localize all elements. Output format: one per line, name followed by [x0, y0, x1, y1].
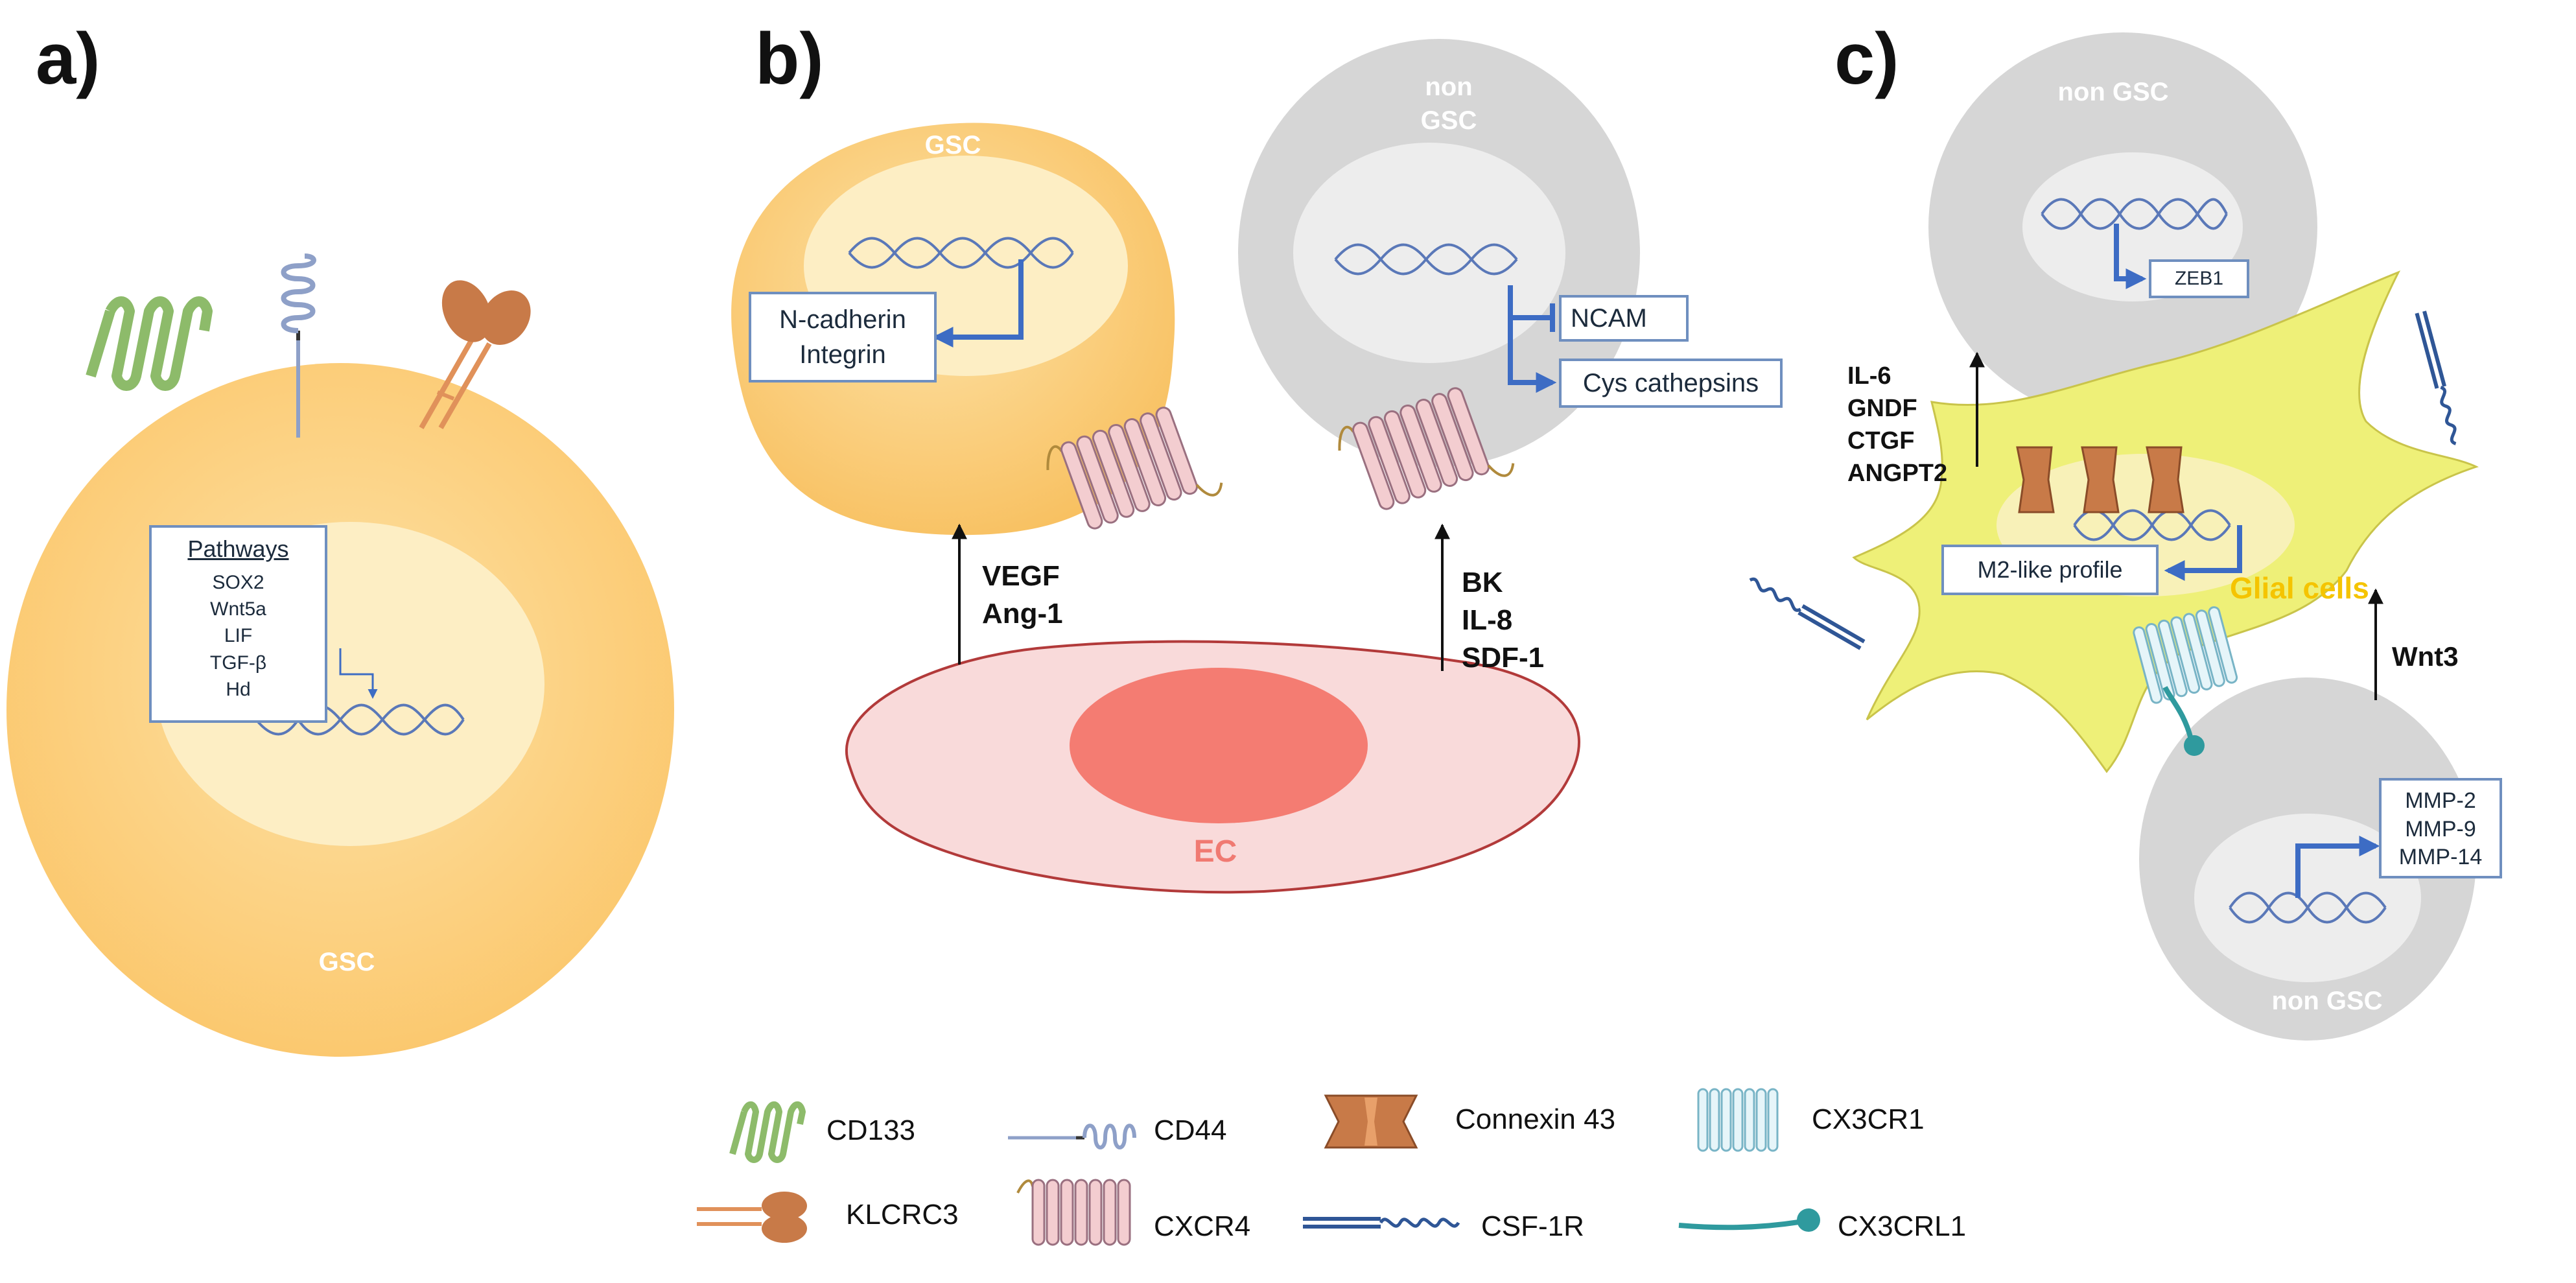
pathway-item: Hd: [226, 679, 251, 701]
panel-b-ec-label: EC: [1193, 834, 1237, 869]
zeb1-box: ZEB1: [2149, 259, 2249, 298]
pathway-item: TGF-β: [209, 652, 267, 674]
legend-label-cxcr4: CXCR4: [1154, 1210, 1251, 1242]
panel-a-label: a): [36, 18, 100, 99]
panel-b-nongsc-nucleus: [1293, 143, 1565, 363]
mmp-box: MMP-2 MMP-9 MMP-14: [2379, 778, 2502, 878]
csf1r-icon: [2415, 311, 2457, 445]
panel-b-gsc-label: GSC: [924, 131, 981, 159]
cx3cr1-icon: [1697, 1088, 1779, 1152]
m2-profile-box: M2-like profile: [1941, 545, 2159, 595]
cx3cr1-icon: [2133, 606, 2238, 704]
panel-c-bottom-cell-label: non GSC: [2271, 987, 2383, 1015]
panel-b-nongsc-label: non GSC: [1420, 73, 1477, 135]
cys-cathepsins-box: Cys cathepsins: [1559, 359, 1783, 408]
cd133-icon: [86, 296, 213, 391]
cxcr4-icon: [1046, 406, 1223, 530]
cx3crl1-icon: [2162, 686, 2205, 756]
legend-label-cx3crl1: CX3CRL1: [1838, 1210, 1967, 1242]
klcrc3-icon: [697, 1192, 807, 1243]
pathway-item: LIF: [224, 625, 253, 647]
panel-b-nongsc-cell: [1238, 39, 1640, 467]
panel-c-label: c): [1834, 18, 1899, 99]
mmp-item: MMP-2: [2405, 788, 2476, 813]
panel-b-gsc-dna-icon: [848, 237, 1074, 269]
panel-b-ec-nucleus: [1070, 668, 1368, 823]
integrin-label: Integrin: [799, 340, 886, 369]
connexin43-icon: [1324, 1094, 1418, 1149]
mmp-item: MMP-14: [2398, 845, 2483, 870]
csf1r-icon: [1303, 1217, 1460, 1229]
mmp-item: MMP-9: [2405, 816, 2476, 842]
pathway-item: Wnt5a: [210, 598, 266, 620]
panel-b-factors-left: VEGF Ang-1: [982, 560, 1063, 630]
cd44-icon: [1008, 1124, 1136, 1149]
panel-b-factors-right: BK IL-8 SDF-1: [1462, 567, 1545, 674]
ncam-box: NCAM: [1559, 295, 1689, 342]
klcrc3-icon: [419, 280, 531, 429]
cd44-icon: [281, 253, 316, 438]
panel-b-gsc-cell: [731, 123, 1175, 536]
panel-c-top-cell-label: non GSC: [2057, 78, 2169, 106]
ncadherin-integrin-box: N-cadherin Integrin: [749, 292, 937, 383]
csf1r-icon: [1749, 577, 1866, 650]
pathways-title: Pathways: [187, 536, 289, 562]
legend-label-klcrc3: KLCRC3: [846, 1199, 959, 1230]
ncadherin-label: N-cadherin: [779, 305, 906, 334]
panel-a-cell-label: GSC: [318, 948, 375, 976]
panel-c-bottom-nongsc-cell: [2139, 677, 2476, 1041]
glial-cells-label: Glial cells: [2230, 571, 2369, 605]
legend-label-cd44: CD44: [1154, 1114, 1227, 1146]
pathways-box: Pathways SOX2 Wnt5a LIF TGF-β Hd: [149, 525, 327, 723]
panel-b-ec-cell: [845, 640, 1580, 894]
legend-label-connexin43: Connexin 43: [1455, 1103, 1616, 1135]
pathway-item: SOX2: [212, 571, 264, 593]
legend-label-csf1r: CSF-1R: [1481, 1210, 1584, 1242]
cx3crl1-icon: [1678, 1208, 1820, 1232]
wnt3-label: Wnt3: [2392, 641, 2459, 672]
panel-c-factors: IL-6 GNDF CTGF ANGPT2: [1847, 362, 1948, 488]
connexin43-icon: [2016, 446, 2184, 513]
cxcr4-icon: [1016, 1179, 1131, 1246]
cd133-icon: [729, 1101, 806, 1163]
cxcr4-icon: [1338, 387, 1515, 510]
legend-label-cd133: CD133: [826, 1114, 915, 1146]
panel-b-label: b): [755, 18, 824, 99]
legend-label-cx3cr1: CX3CR1: [1812, 1103, 1925, 1135]
